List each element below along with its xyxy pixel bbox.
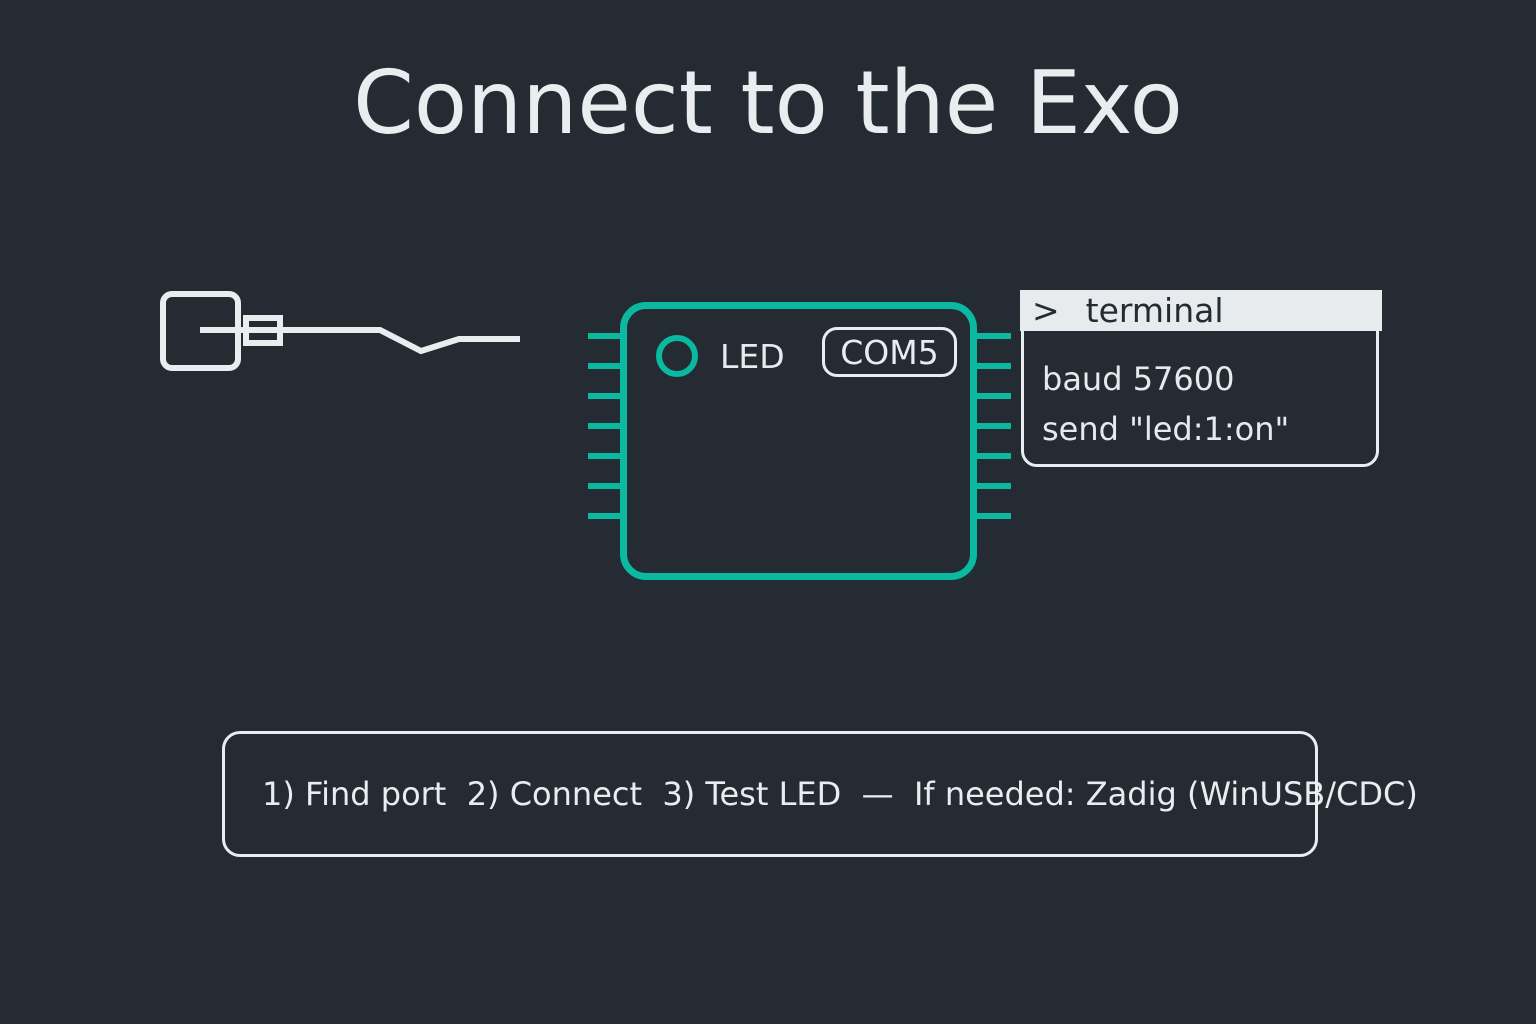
chip-pin-right-7 xyxy=(975,513,1011,519)
terminal-prompt-icon: > xyxy=(1032,291,1060,330)
terminal-header: > terminal xyxy=(1020,290,1382,331)
chip-pin-left-4 xyxy=(588,423,622,429)
usb-cable-line xyxy=(200,327,520,355)
led-label: LED xyxy=(720,336,785,376)
chip-pin-right-1 xyxy=(975,333,1011,339)
chip-pin-right-2 xyxy=(975,363,1011,369)
mcu-chip xyxy=(620,302,977,580)
instructions-text: 1) Find port 2) Connect 3) Test LED — If… xyxy=(262,775,1418,813)
terminal-line-baud: baud 57600 xyxy=(1042,360,1235,398)
chip-pin-left-6 xyxy=(588,483,622,489)
instructions-box: 1) Find port 2) Connect 3) Test LED — If… xyxy=(222,731,1418,857)
led-indicator-circle xyxy=(656,335,698,377)
terminal-window: > terminal baud 57600 send "led:1:on" xyxy=(1018,288,1384,470)
chip-pin-right-4 xyxy=(975,423,1011,429)
com-port-badge: COM5 xyxy=(822,327,957,377)
chip-pin-right-5 xyxy=(975,453,1011,459)
chip-pin-left-1 xyxy=(588,333,622,339)
chip-pin-left-7 xyxy=(588,513,622,519)
chip-pin-right-3 xyxy=(975,393,1011,399)
usb-cable-icon xyxy=(160,291,520,371)
chip-pin-right-6 xyxy=(975,483,1011,489)
terminal-title: terminal xyxy=(1085,291,1224,330)
chip-pin-left-3 xyxy=(588,393,622,399)
chip-pin-left-2 xyxy=(588,363,622,369)
chip-pin-left-5 xyxy=(588,453,622,459)
terminal-line-send: send "led:1:on" xyxy=(1042,410,1290,448)
page-title: Connect to the Exo xyxy=(353,51,1183,154)
